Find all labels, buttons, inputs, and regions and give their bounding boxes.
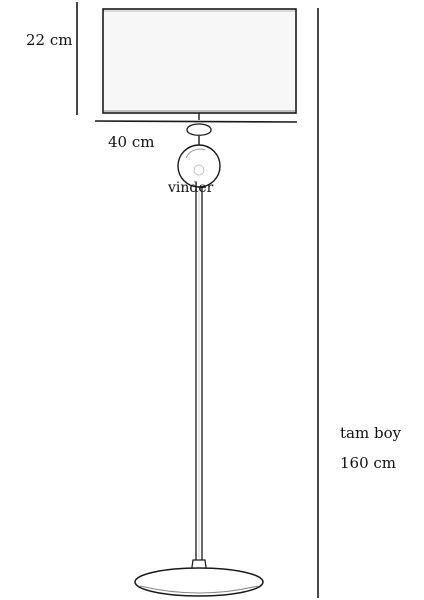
joint-label: vinder	[168, 180, 214, 196]
lamp-base	[134, 567, 264, 597]
shade-width-label: 40 cm	[108, 133, 155, 151]
lamp-stem	[195, 187, 203, 560]
total-height-caption: tam boy	[340, 424, 402, 442]
lamp-shade	[102, 8, 297, 114]
shade-height-label: 22 cm	[26, 31, 73, 49]
lamp-top-knob	[186, 113, 212, 145]
total-height-label: 160 cm	[340, 454, 397, 472]
lamp-ball-joint	[177, 144, 221, 188]
shade-width-dimension-line	[94, 120, 298, 123]
